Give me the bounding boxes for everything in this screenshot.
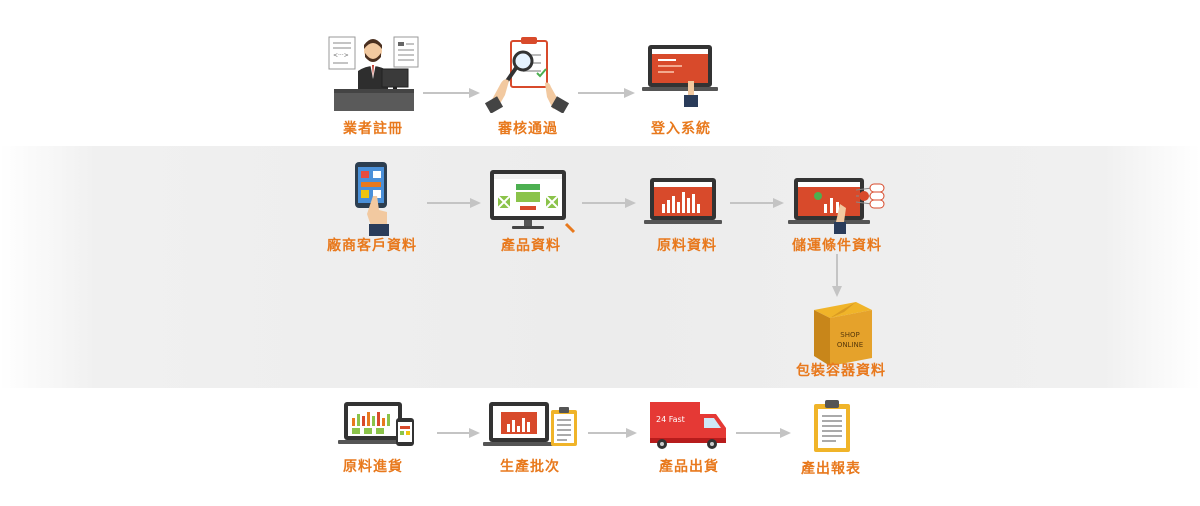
box-text-line2: ONLINE: [837, 341, 863, 349]
arrow-right-icon: [588, 428, 637, 438]
step-label: 包裝容器資料: [796, 363, 886, 379]
step-label: 生產批次: [500, 459, 560, 475]
step-label: 產品資料: [501, 238, 561, 254]
laptop-chart-icon: [644, 178, 722, 224]
monitor-settings-icon: [788, 178, 885, 234]
businessman-at-desk-icon: <···>: [328, 36, 419, 111]
box-text-line1: SHOP: [840, 331, 859, 339]
step-label: 原料進貨: [343, 459, 403, 475]
laptop-login-icon: [642, 45, 718, 107]
monitor-phone-chart-icon: [338, 402, 414, 446]
clipboard-review-icon: [484, 37, 570, 113]
arrow-right-icon: [437, 428, 480, 438]
arrow-right-icon: [582, 198, 636, 208]
arrow-down-icon: [832, 254, 842, 297]
step-label: 登入系統: [651, 121, 711, 137]
monitor-product-icon: [490, 170, 576, 234]
arrow-right-icon: [423, 88, 480, 98]
clipboard-report-icon: [814, 400, 850, 452]
step-label: 業者註冊: [343, 121, 403, 137]
step-label: 原料資料: [657, 238, 717, 254]
step-label: 儲運條件資料: [792, 238, 882, 254]
delivery-truck-icon: 24 Fast: [650, 402, 726, 449]
arrow-right-icon: [578, 88, 635, 98]
shop-online-box-icon: SHOP ONLINE: [814, 302, 872, 366]
tablet-touch-icon: [355, 162, 389, 236]
arrow-right-icon: [730, 198, 784, 208]
arrow-right-icon: [736, 428, 791, 438]
data-entry-band: [0, 146, 1200, 388]
svg-text:<···>: <···>: [333, 52, 349, 59]
step-label: 廠商客戶資料: [327, 238, 417, 254]
step-label: 產品出貨: [659, 459, 719, 475]
truck-text: 24 Fast: [656, 415, 685, 424]
step-label: 審核通過: [498, 121, 558, 137]
step-label: 產出報表: [801, 461, 861, 477]
arrow-right-icon: [427, 198, 481, 208]
monitor-clipboard-icon: [483, 402, 577, 446]
